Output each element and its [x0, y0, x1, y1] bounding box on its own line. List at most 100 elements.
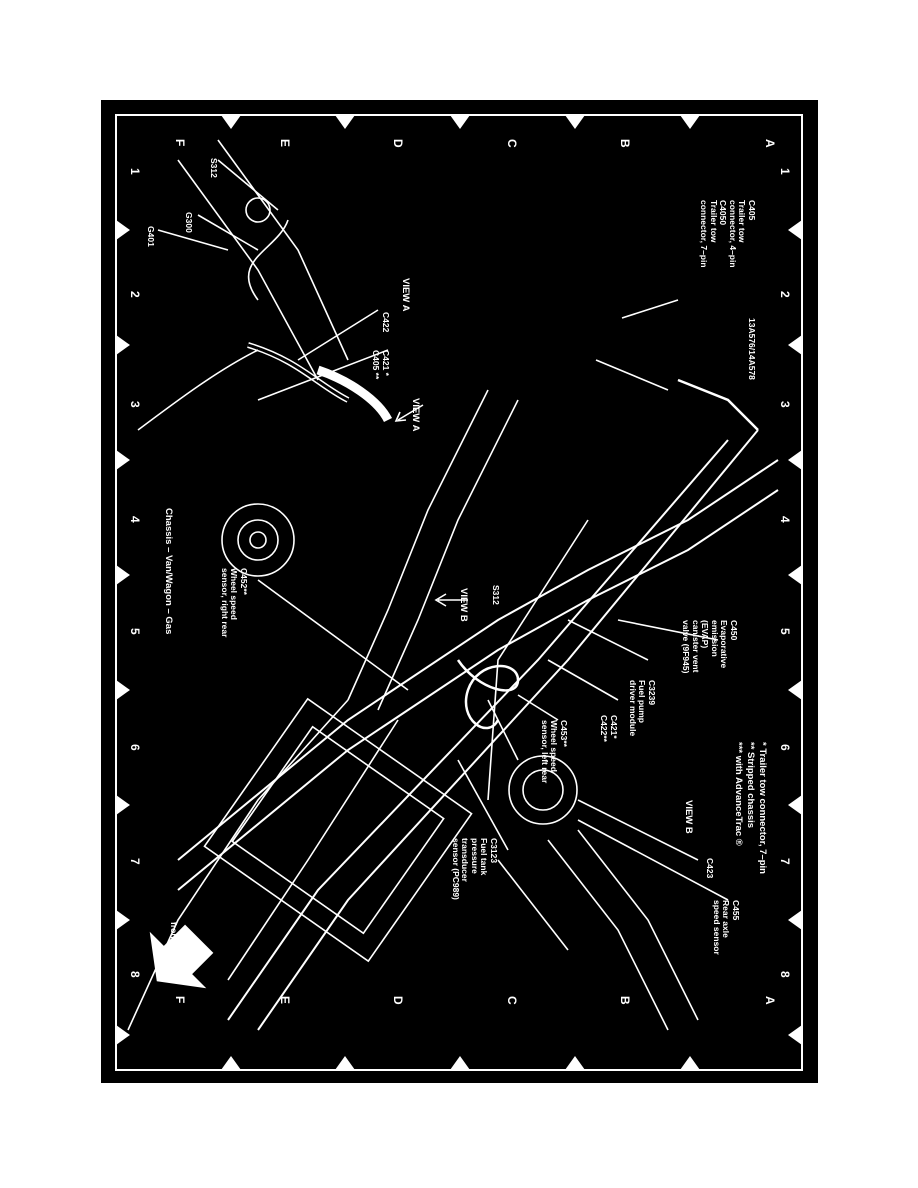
grid-marker-triangle	[116, 1025, 130, 1045]
grid-marker-triangle	[788, 335, 802, 355]
c3239-id: C3239	[647, 680, 657, 706]
grid-marker-triangle	[680, 115, 700, 129]
legend-item: ** Stripped chassis	[745, 742, 756, 829]
grid-column-label: 6	[778, 744, 792, 751]
c4050-desc: Trailer tow	[709, 200, 719, 243]
grid-row-label: E	[278, 996, 292, 1005]
label-c421-c422: C421* C422**	[599, 715, 620, 742]
grid-row-label: A	[763, 996, 777, 1005]
grid-column-label: 2	[128, 291, 142, 298]
view-a-g300: G300	[184, 212, 194, 233]
grid-marker-triangle	[788, 795, 802, 815]
c450-desc: (EVAP)	[700, 620, 711, 649]
view-a-c421-c405: C421 * C405 **	[371, 350, 392, 380]
view-a-c405: C405 **	[371, 350, 382, 380]
grid-column-label: 3	[778, 401, 792, 408]
c3239-desc: Fuel pump	[637, 680, 648, 723]
c455-desc: Rear axle	[721, 900, 732, 938]
grid-marker-triangle	[335, 1056, 355, 1070]
grid-row-label: D	[391, 139, 405, 148]
grid-marker-triangle	[565, 1056, 585, 1070]
grid-row-label: F	[173, 996, 187, 1004]
c405-desc: Trailer tow	[737, 200, 748, 243]
grid-column-label: 7	[778, 858, 792, 865]
grid-column-label: 7	[128, 858, 142, 865]
legend-item: *** with AdvanceTrac ®	[733, 742, 744, 846]
grid-marker-triangle	[116, 565, 130, 585]
grid-column-label: 8	[128, 971, 142, 978]
legend-item: * Trailer tow connector, 7–pin	[757, 742, 768, 874]
grid-marker-triangle	[450, 1056, 470, 1070]
grid-marker-triangle	[221, 1056, 241, 1070]
grid-marker-triangle	[116, 795, 130, 815]
label-c3239: C3239 Fuel pump driver module	[628, 680, 657, 736]
grid-column-label: 5	[778, 628, 792, 635]
c450-id: C450	[729, 620, 739, 641]
grid-row-label: E	[278, 139, 292, 148]
view-a-g401: G401	[146, 226, 156, 247]
grid-marker-triangle	[335, 115, 355, 129]
grid-column-label: 1	[128, 168, 142, 175]
front-of-vehicle-label: front of vehicle	[169, 922, 179, 983]
label-c453: C453** Wheel speed sensor, left rear	[540, 720, 569, 783]
c421: C421*	[609, 715, 619, 739]
c405-id: C405	[747, 200, 757, 221]
c4050-id: C4050	[718, 200, 729, 226]
c452-id: C452**	[239, 568, 249, 595]
chassis-frame	[127, 139, 779, 1031]
c450-desc: valve (9F945)	[681, 620, 692, 674]
grid-marker-triangle	[221, 115, 241, 129]
grid-row-label: F	[173, 139, 187, 147]
label-c423: C423	[705, 858, 715, 879]
label-s312: S312	[491, 585, 501, 605]
grid-column-label: 4	[128, 516, 142, 523]
c450-desc: canister vent	[691, 620, 701, 673]
grid-row-label: B	[618, 139, 632, 148]
c405-desc: connector, 4–pin	[728, 200, 738, 268]
view-b-arrow-label: VIEW B	[458, 588, 469, 622]
c3123-desc: pressure	[470, 838, 480, 874]
view-a-label: VIEW A	[400, 278, 411, 312]
grid-column-label: 8	[778, 971, 792, 978]
label-harness: 13A576/14A578	[747, 318, 757, 380]
c3239-desc: driver module	[628, 680, 638, 737]
grid-row-label: C	[505, 996, 519, 1005]
grid-marker-triangle	[116, 450, 130, 470]
grid-column-label: 4	[778, 516, 792, 523]
c450-desc: Evaporative	[719, 620, 730, 669]
label-c455: C455 Rear axle speed sensor	[712, 900, 741, 955]
grid-row-label: D	[391, 996, 405, 1005]
grid-row-label: B	[618, 996, 632, 1005]
grid-column-label: 6	[128, 744, 142, 751]
grid-marker-triangle	[116, 220, 130, 240]
label-c452: C452** Wheel speed sensor, right rear	[220, 568, 249, 637]
c3123-desc: Fuel tank	[479, 838, 490, 876]
grid-marker-triangle	[565, 115, 585, 129]
grid-marker-triangle	[788, 910, 802, 930]
diagram-title: Chassis – Van/Wagon – Gas	[163, 508, 174, 635]
grid-row-label: C	[505, 139, 519, 148]
label-c405: C405 Trailer tow connector, 4–pin C4050 …	[699, 200, 758, 268]
grid-marker-triangle	[788, 450, 802, 470]
grid-row-label: A	[763, 139, 777, 148]
c452-desc: sensor, right rear	[220, 568, 230, 638]
legend: * Trailer tow connector, 7–pin ** Stripp…	[732, 742, 768, 874]
c422: C422**	[599, 715, 610, 742]
c455-desc: speed sensor	[712, 900, 722, 955]
grid-markers	[116, 115, 802, 1070]
c4050-desc: connector, 7–pin	[699, 200, 710, 268]
grid-marker-triangle	[116, 335, 130, 355]
c3123-desc: sensor (PC989)	[451, 838, 461, 900]
grid-marker-triangle	[788, 565, 802, 585]
c453-desc: Wheel speed	[549, 720, 560, 772]
c3123-desc: transducer	[460, 838, 471, 882]
view-a-arrow-label: VIEW A	[410, 398, 421, 432]
diagram-artwork	[115, 114, 803, 1071]
c453-id: C453**	[559, 720, 569, 747]
label-c450: C450 Evaporative emission (EVAP) caniste…	[681, 620, 740, 674]
grid-marker-triangle	[680, 1056, 700, 1070]
c455-id: C455	[731, 900, 741, 921]
grid-column-label: 3	[128, 401, 142, 408]
view-a-c422: C422	[381, 312, 391, 333]
